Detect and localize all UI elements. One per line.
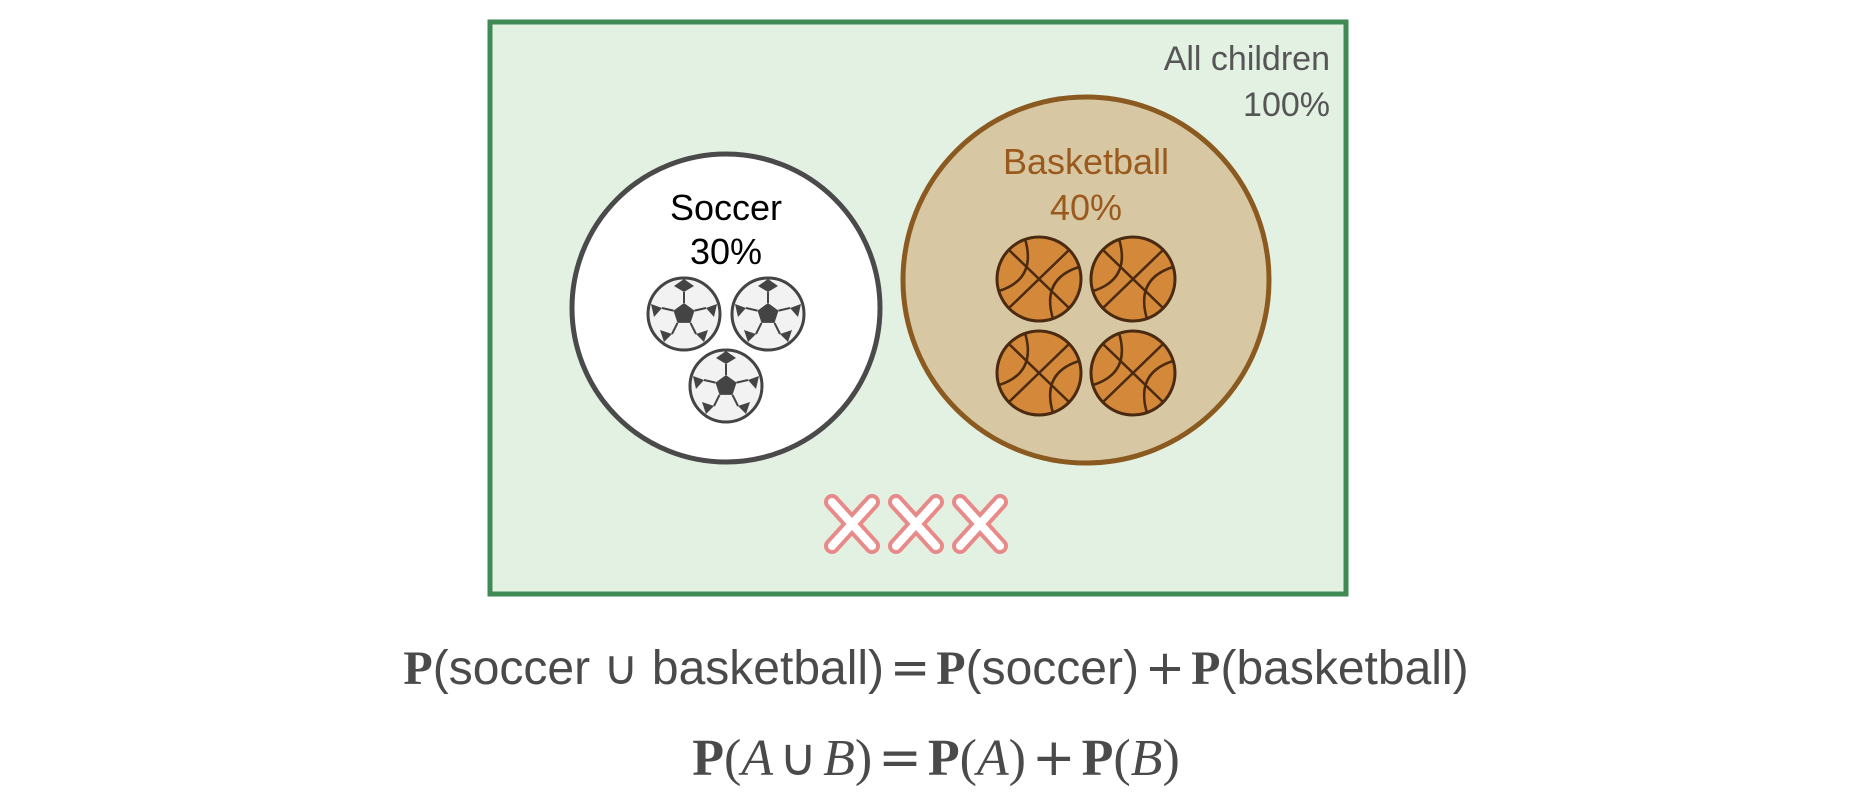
prob-operator: P — [1081, 730, 1114, 787]
union-sign: ∪ — [779, 728, 818, 788]
formula-specific: P(soccer ∪ basketball)=P(soccer)+P(baske… — [0, 640, 1872, 696]
basketball-percent: 40% — [1050, 187, 1122, 228]
equals-sign: = — [890, 640, 931, 696]
prob-operator: P — [692, 730, 724, 787]
equals-sign: = — [878, 728, 922, 788]
universe-percent: 100% — [1243, 86, 1330, 124]
plus-sign: + — [1032, 728, 1076, 788]
soccer-ball-icon — [646, 276, 722, 352]
basketball-title: Basketball — [1003, 141, 1169, 182]
formula-argument: (basketball) — [1220, 642, 1469, 695]
prob-operator: P — [403, 642, 433, 695]
variable-b: B — [823, 730, 855, 787]
basketball-icon — [1089, 329, 1177, 417]
prob-operator: P — [936, 642, 966, 695]
soccer-title: Soccer — [670, 187, 782, 228]
variable-a: A — [741, 730, 774, 787]
basketball-icon — [1089, 235, 1177, 323]
variable-a: A — [976, 730, 1009, 787]
close-paren: ) — [1008, 730, 1026, 787]
soccer-circle — [569, 151, 883, 465]
formula-argument: (soccer) — [965, 642, 1139, 695]
universe-title: All children — [1164, 40, 1330, 78]
close-paren: ) — [854, 730, 873, 787]
formula-argument: (soccer ∪ basketball) — [432, 642, 885, 695]
prob-operator: P — [1191, 642, 1221, 695]
soccer-percent: 30% — [690, 231, 762, 272]
prob-operator: P — [927, 730, 960, 787]
plus-sign: + — [1144, 640, 1186, 696]
soccer-ball-icon — [688, 348, 764, 424]
formula-general: P(A∪B)=P(A)+P(B) — [0, 728, 1872, 788]
basketball-icon — [995, 329, 1083, 417]
variable-b: B — [1130, 730, 1163, 787]
close-paren: ) — [1162, 730, 1180, 787]
basketball-circle — [900, 94, 1272, 466]
soccer-ball-icon — [730, 276, 806, 352]
venn-diagram: All children 100% Soccer 30% Basketball … — [487, 19, 1349, 597]
open-paren: ( — [959, 730, 977, 787]
open-paren: ( — [1113, 730, 1131, 787]
basketball-icon — [995, 235, 1083, 323]
open-paren: ( — [723, 730, 742, 787]
